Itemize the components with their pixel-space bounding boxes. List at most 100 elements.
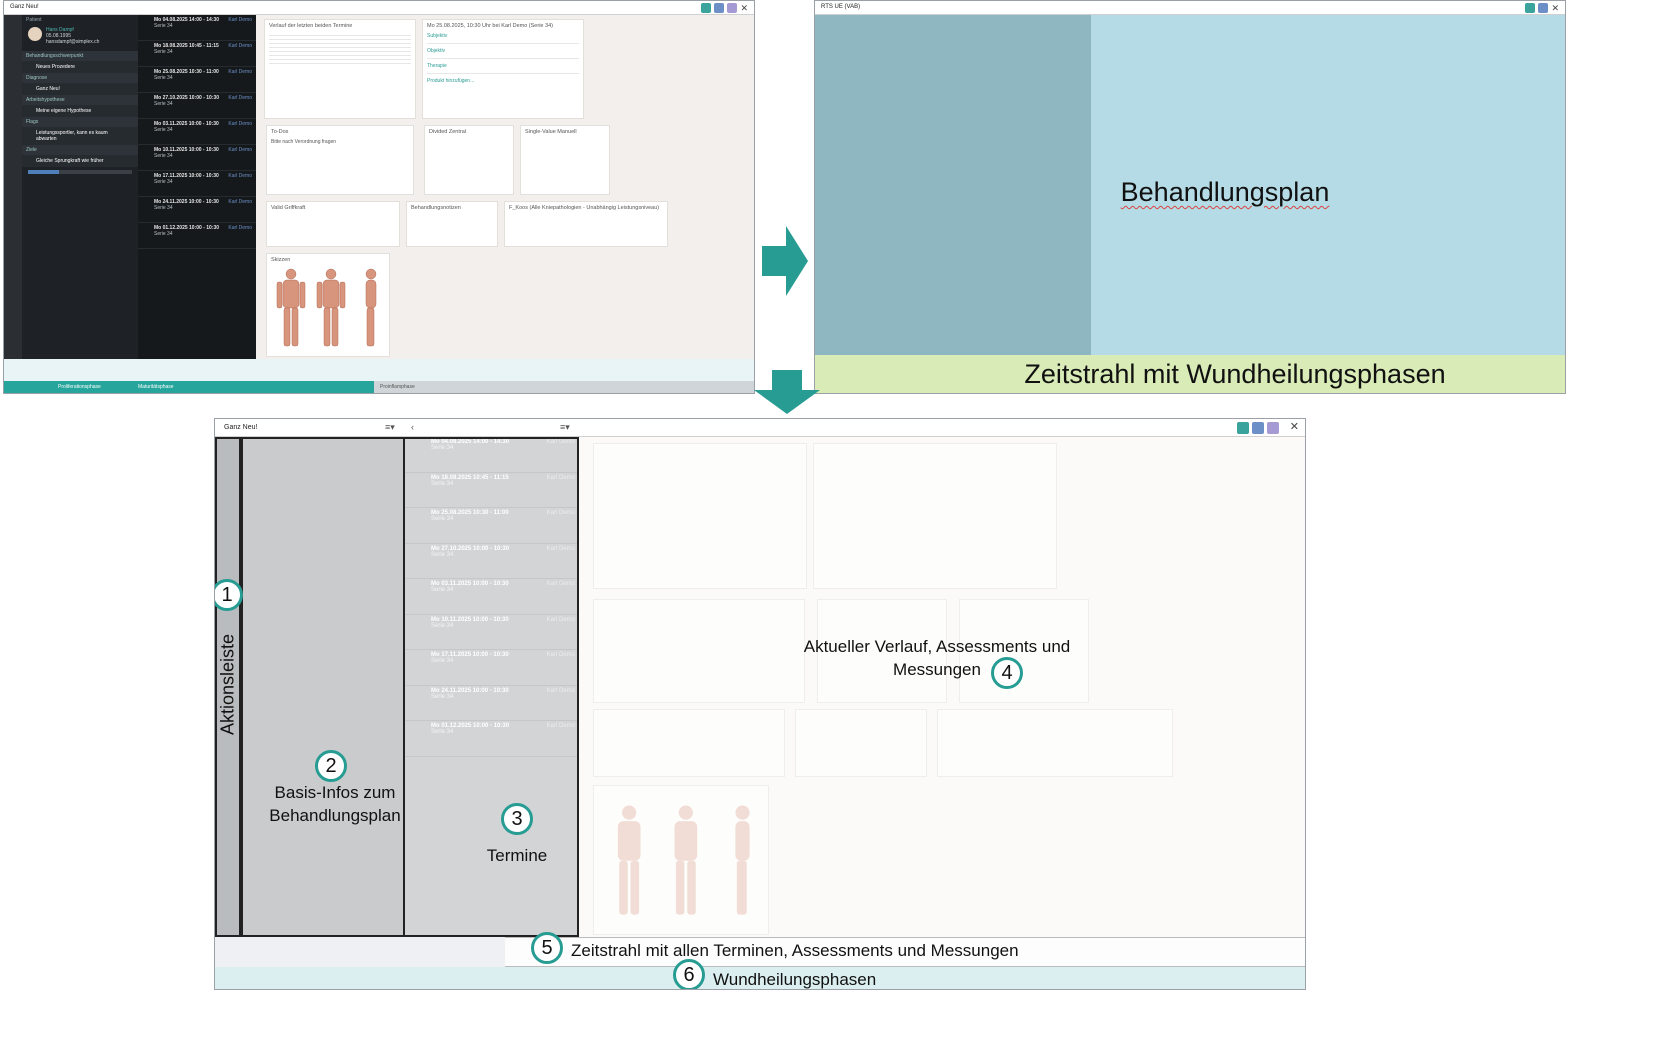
- person-icon[interactable]: [1236, 422, 1249, 434]
- card-title: Mo 25.08.2025, 10:30 Uhr bei Karl Demo (…: [427, 23, 553, 29]
- appointment-therapist: Karl Demo: [546, 439, 575, 445]
- appointment-therapist: Karl Demo: [546, 510, 575, 516]
- timeline-overlay: [815, 355, 1565, 393]
- badge-6: 6: [673, 959, 705, 989]
- badge-1: 1: [215, 579, 243, 611]
- calendar-icon[interactable]: [1538, 3, 1549, 13]
- card-notes: Behandlungsnotizen: [406, 201, 498, 247]
- chevron-left-icon[interactable]: ‹: [411, 422, 414, 432]
- appointment-date: Mo 10.11.2025 10:00 - 10:30: [431, 616, 509, 623]
- label-aktionsleiste: Aktionsleiste: [217, 633, 238, 736]
- appointment-series: Serie 34: [154, 49, 173, 55]
- appointment-series: Serie 34: [154, 205, 173, 211]
- appointment-date: Mo 03.11.2025 10:00 - 10:30: [154, 121, 219, 127]
- appointment-series: Serie 34: [431, 516, 454, 522]
- screen-2: RTS UE (VAB) ✕ Behandlungsplan Zeitstrah…: [814, 0, 1566, 394]
- appointment-date: Mo 27.10.2025 10:00 - 10:30: [154, 95, 220, 101]
- person-icon[interactable]: [701, 3, 712, 13]
- todo-item[interactable]: Bitte nach Verordnung fragen: [271, 139, 337, 145]
- calendar-icon[interactable]: [714, 3, 725, 13]
- appointment-series: Serie 34: [431, 551, 454, 558]
- appointment-therapist: Karl Demo: [546, 474, 575, 481]
- card-sketches: [593, 785, 769, 935]
- phase-label: Maturitätsphase: [138, 384, 174, 390]
- document-icon[interactable]: [727, 3, 738, 13]
- arrow-right-icon: [762, 226, 808, 296]
- objektiv-label[interactable]: Objektiv: [427, 48, 446, 54]
- appointment-date: Mo 03.11.2025 10:00 - 10:30: [431, 581, 509, 587]
- appointment-date: Mo 10.11.2025 10:00 - 10:30: [154, 147, 219, 153]
- subjektiv-label[interactable]: Subjektiv: [427, 33, 448, 39]
- section-value[interactable]: Gleiche Sprungkraft wie früher: [22, 155, 138, 167]
- label-verlauf: Aktueller Verlauf, Assessments und Messu…: [803, 637, 1071, 679]
- appointment-therapist: Karl Demo: [228, 199, 252, 205]
- plan-overlay: [815, 15, 1565, 355]
- menu-icon[interactable]: ≡▾: [385, 422, 395, 432]
- card-koos: F_Koos (Alle Kniepathologien - Unabhängi…: [504, 201, 668, 247]
- close-icon[interactable]: ✕: [740, 3, 748, 13]
- action-bar: [215, 437, 241, 937]
- therapie-label[interactable]: Therapie: [427, 63, 447, 69]
- close-icon[interactable]: ✕: [1551, 3, 1559, 13]
- card-sketches: Skizzen: [266, 253, 390, 357]
- phase-inflammation[interactable]: Proinflamphase: [374, 381, 754, 393]
- phase-label: Proliferationsphase: [58, 384, 101, 390]
- appointment-series: Serie 34: [431, 587, 454, 593]
- document-icon[interactable]: [1266, 422, 1279, 434]
- card-single-value: [959, 599, 1089, 703]
- section-value[interactable]: Neues Prozedere: [22, 61, 138, 73]
- appointment-therapist: Karl Demo: [546, 616, 575, 623]
- person-icon[interactable]: [1525, 3, 1536, 13]
- section-value[interactable]: Meine eigene Hypothese: [22, 105, 138, 117]
- appointment-date: Mo 17.11.2025 10:00 - 10:30: [431, 652, 509, 658]
- appointment-series: Serie 34: [154, 153, 173, 159]
- add-product-link[interactable]: Produkt hinzufügen...: [427, 78, 475, 84]
- phase-strip: [215, 967, 1305, 989]
- body-sketch[interactable]: [269, 266, 389, 356]
- label-zeitstrahl: Zeitstrahl mit allen Terminen, Assessmen…: [571, 941, 1019, 960]
- badge-4: 4: [991, 657, 1023, 689]
- timeline-strip[interactable]: [4, 359, 754, 381]
- phase-proliferation[interactable]: Proliferationsphase Maturitätsphase: [4, 381, 374, 393]
- appointment-therapist: Karl Demo: [228, 173, 252, 179]
- patient-card[interactable]: Hans Dampf 05.08.1995 hansdampf@simplex.…: [22, 25, 138, 47]
- appointment-series: Serie 34: [431, 693, 454, 700]
- appointment-therapist: Karl Demo: [546, 652, 575, 658]
- title-bar: RTS UE (VAB) ✕: [815, 1, 1565, 15]
- appointment-series: Serie 34: [431, 480, 454, 487]
- badge-5: 5: [531, 932, 563, 964]
- calendar-icon[interactable]: [1251, 422, 1264, 434]
- section-label: Flags: [22, 117, 138, 127]
- section-value[interactable]: Leistungssportler, kann es kaum abwarten: [22, 127, 138, 145]
- region-action-bar: [215, 437, 241, 937]
- phase-label: Proinflamphase: [380, 384, 415, 390]
- card-divided: Divided Zentral: [424, 125, 514, 195]
- card-single-value: Single-Value Manuell: [520, 125, 610, 195]
- menu-icon[interactable]: ≡▾: [560, 422, 570, 432]
- section-value[interactable]: Ganz Neu!: [22, 83, 138, 95]
- patient-email: hansdampf@simplex.ch: [46, 39, 100, 45]
- appointment-date: Mo 01.12.2025 10:00 - 10:30: [154, 225, 220, 231]
- close-icon[interactable]: ✕: [1289, 421, 1299, 433]
- patient-label: Patient: [26, 17, 42, 23]
- appointment-date: Mo 04.08.2025 14:00 - 14:30: [154, 17, 220, 23]
